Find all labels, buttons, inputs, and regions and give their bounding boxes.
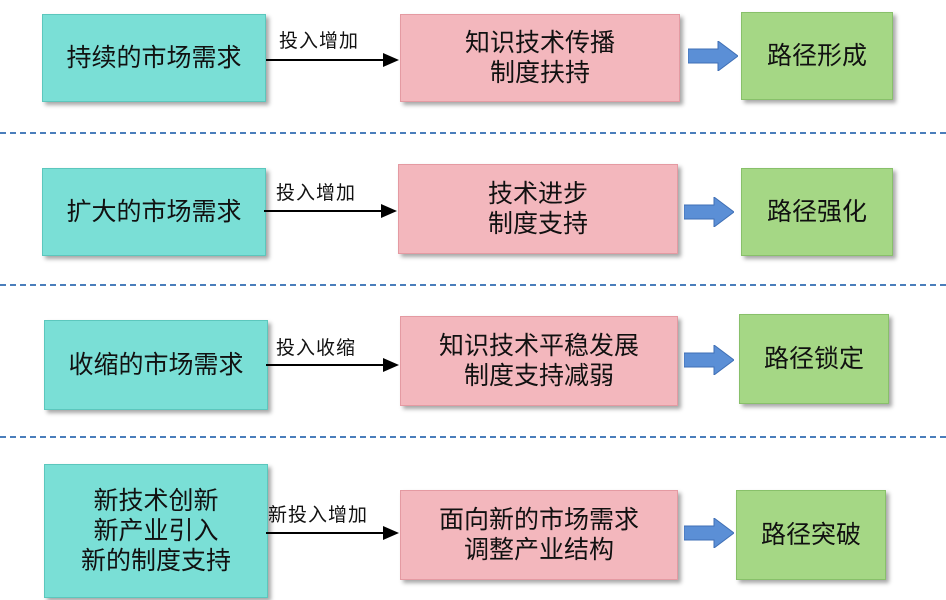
arrow-head-1 <box>383 53 399 67</box>
state-text-line-2: 制度支持 <box>487 209 588 238</box>
arrow-label-1: 投入增加 <box>279 30 360 52</box>
demand-text: 收缩的市场需求 <box>68 350 244 379</box>
demand-text: 持续的市场需求 <box>66 43 242 72</box>
state-box-2: 技术进步 制度支持 <box>398 164 678 254</box>
outcome-box-2: 路径强化 <box>741 168 893 256</box>
block-arrow-2 <box>684 197 734 227</box>
arrow-label-3: 投入收缩 <box>276 337 357 359</box>
demand-box-2: 扩大的市场需求 <box>42 168 266 256</box>
demand-text: 扩大的市场需求 <box>66 197 242 226</box>
divider-2 <box>0 284 946 286</box>
divider-1 <box>0 132 946 134</box>
arrow-line-4 <box>266 532 384 534</box>
outcome-text: 路径形成 <box>766 41 867 70</box>
state-text-line-1: 知识技术传播 <box>464 28 615 57</box>
arrow-label-4: 新投入增加 <box>268 504 369 526</box>
state-text-line-2: 调整产业结构 <box>463 535 614 564</box>
demand-box-1: 持续的市场需求 <box>42 14 266 102</box>
demand-text-line-3: 新的制度支持 <box>80 546 231 575</box>
block-arrow-4 <box>684 518 734 548</box>
divider-3 <box>0 436 946 438</box>
outcome-text: 路径强化 <box>766 197 867 226</box>
block-arrow-3 <box>684 345 734 375</box>
state-box-3: 知识技术平稳发展 制度支持减弱 <box>400 316 678 406</box>
state-text-line-1: 面向新的市场需求 <box>438 505 639 534</box>
state-box-1: 知识技术传播 制度扶持 <box>400 14 680 102</box>
state-text-line-1: 知识技术平稳发展 <box>438 331 639 360</box>
arrow-line-2 <box>264 210 382 212</box>
state-text-line-2: 制度扶持 <box>489 58 590 87</box>
arrow-head-2 <box>381 204 397 218</box>
state-text-line-1: 技术进步 <box>487 179 588 208</box>
outcome-text: 路径突破 <box>760 520 861 549</box>
arrow-head-3 <box>383 358 399 372</box>
arrow-line-3 <box>266 364 384 366</box>
arrow-head-4 <box>383 526 399 540</box>
outcome-box-1: 路径形成 <box>741 12 893 100</box>
arrow-label-2: 投入增加 <box>276 182 357 204</box>
demand-box-3: 收缩的市场需求 <box>44 320 268 410</box>
arrow-line-1 <box>266 59 384 61</box>
state-text-line-2: 制度支持减弱 <box>463 361 614 390</box>
outcome-box-4: 路径突破 <box>736 490 886 580</box>
block-arrow-1 <box>688 41 738 71</box>
outcome-text: 路径锁定 <box>763 344 864 373</box>
demand-text-line-2: 新产业引入 <box>93 516 219 545</box>
demand-box-4: 新技术创新 新产业引入 新的制度支持 <box>44 464 268 598</box>
state-box-4: 面向新的市场需求 调整产业结构 <box>400 490 678 580</box>
demand-text-line-1: 新技术创新 <box>93 486 219 515</box>
outcome-box-3: 路径锁定 <box>739 314 889 404</box>
